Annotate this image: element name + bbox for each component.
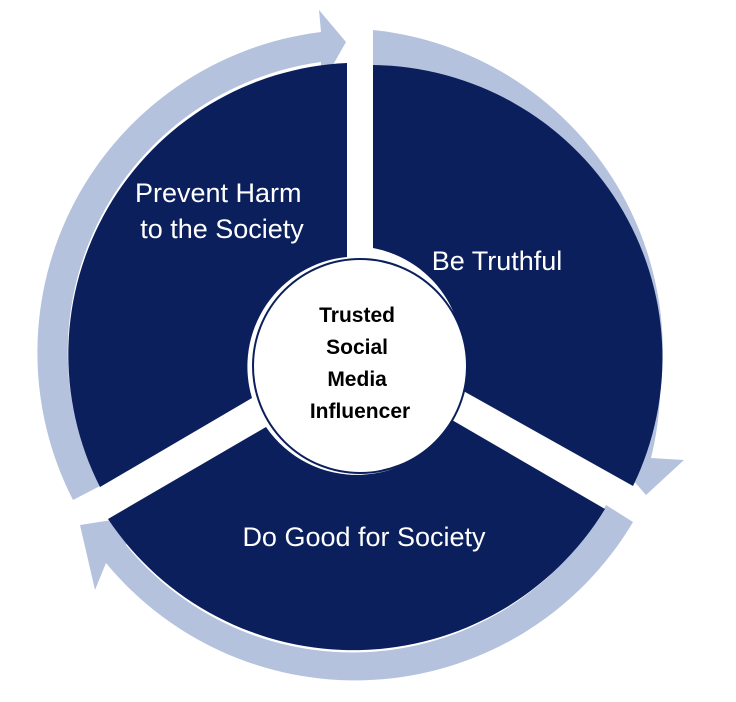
segment-label-do-good-for-society: Do Good for Society bbox=[242, 522, 486, 552]
arrow-ring-arc-bottom bbox=[80, 505, 633, 681]
segment-label-prevent-harm: Prevent Harm to the Society bbox=[135, 178, 309, 244]
arrow-ring-arc-top-left bbox=[37, 10, 346, 500]
segment-prevent-harm bbox=[68, 63, 348, 487]
segment-label-be-truthful: Be Truthful bbox=[432, 246, 563, 276]
center-hub: Trusted Social Media Influencer bbox=[252, 258, 468, 474]
center-label: Trusted Social Media Influencer bbox=[310, 304, 410, 423]
segments bbox=[68, 63, 663, 651]
center-circle bbox=[252, 258, 468, 474]
segment-be-truthful bbox=[373, 65, 663, 486]
segment-do-good-for-society bbox=[108, 420, 605, 651]
